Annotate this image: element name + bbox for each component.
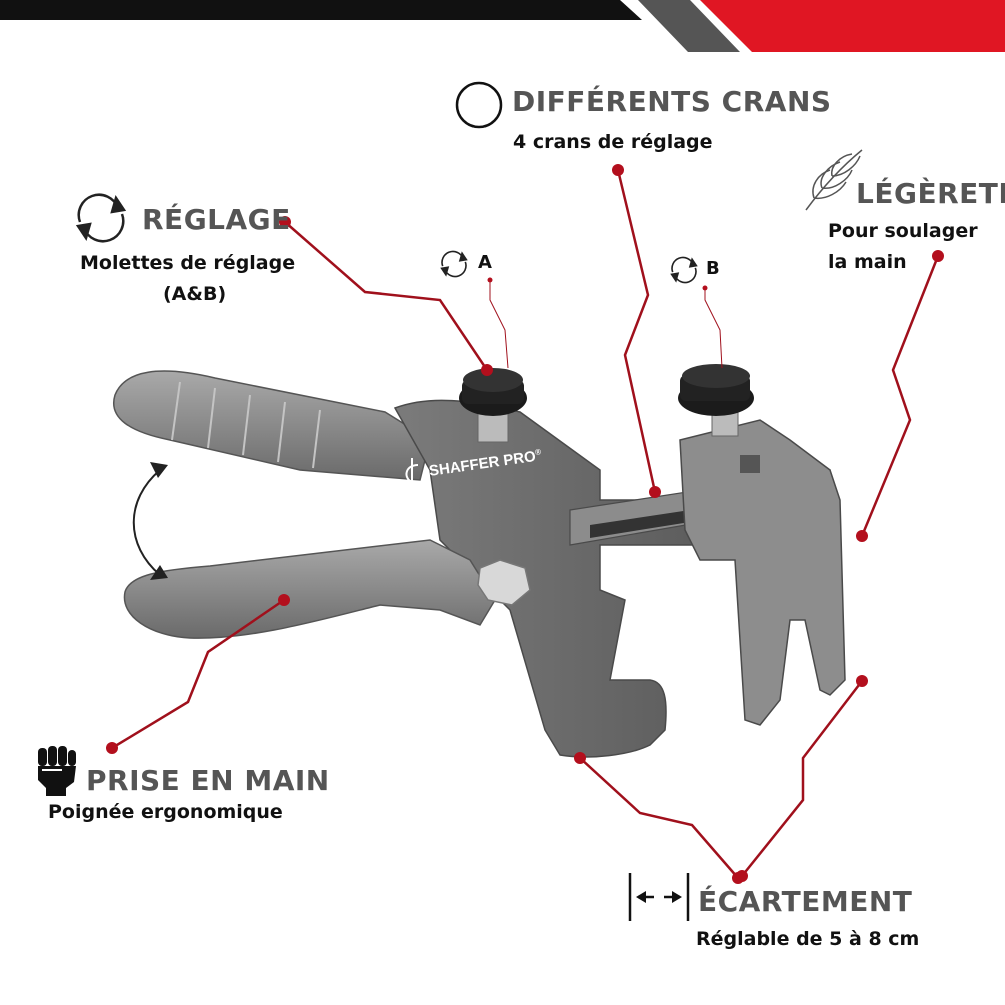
reglage-subtitle-line1: Molettes de réglage (80, 252, 296, 274)
fist-icon (38, 746, 76, 796)
squeeze-arrowhead-top (150, 462, 168, 478)
rail-slot (590, 510, 690, 538)
banner-gray-stripe (638, 0, 740, 52)
leader-ecartement-right (741, 680, 863, 877)
leader-legerete (860, 255, 940, 537)
legerete-subtitle-line2: la main (828, 251, 907, 273)
reglage-title: RÉGLAGE (142, 203, 291, 236)
leader-reglage (284, 221, 489, 371)
knob-b-rotate-icon (670, 256, 698, 284)
upper-handle (113, 370, 431, 481)
legerete-subtitle-line1: Pour soulager (828, 220, 978, 242)
banner-red-stripe (700, 0, 1005, 52)
top-banner (0, 0, 1005, 52)
knob-b (678, 364, 754, 437)
knob-a-label: A (478, 252, 492, 273)
pivot-bolt (477, 559, 531, 606)
leader-lines (111, 169, 940, 879)
leader-ecartement-left (579, 757, 739, 879)
feather-icon (805, 149, 863, 211)
circle-icon (455, 81, 503, 129)
knob-thin-leaders (489, 280, 723, 369)
leader-dots (106, 164, 944, 884)
leader-prise (111, 598, 285, 750)
crans-title: DIFFÉRENTS CRANS (512, 85, 832, 118)
banner-black-stripe (0, 0, 642, 20)
sliding-jaw (679, 419, 846, 726)
lower-handle (123, 539, 496, 639)
handle-grip-ridges (171, 381, 321, 469)
squeeze-arc (132, 469, 161, 576)
width-arrows-icon (628, 873, 690, 921)
jaw-notch (740, 455, 760, 473)
ecartement-subtitle: Réglable de 5 à 8 cm (696, 928, 920, 950)
prise-subtitle: Poignée ergonomique (48, 801, 283, 823)
knob-b-label: B (706, 258, 720, 279)
prise-title: PRISE EN MAIN (86, 764, 330, 797)
leader-crans (616, 169, 657, 493)
reglage-subtitle-line2: (A&B) (163, 283, 227, 305)
rotate-arrows-icon (75, 193, 127, 243)
brand-logo-icon (405, 458, 420, 500)
knob-a (459, 368, 527, 443)
brand-registered-mark: ® (534, 447, 542, 457)
knob-a-rotate-icon (440, 250, 468, 278)
squeeze-arrowhead-bottom (150, 565, 168, 580)
crans-subtitle: 4 crans de réglage (513, 131, 713, 153)
legerete-title: LÉGÈRETÉ (856, 177, 1005, 210)
ecartement-title: ÉCARTEMENT (698, 885, 913, 918)
